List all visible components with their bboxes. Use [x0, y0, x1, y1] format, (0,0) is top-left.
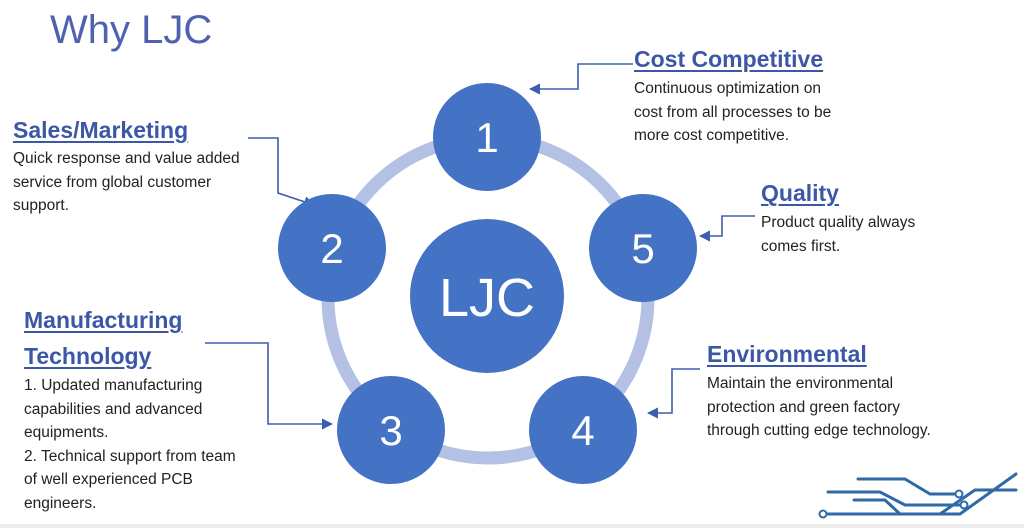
- desc-manufacturing-technology: 1. Updated manufacturing capabilities an…: [24, 374, 236, 515]
- connector-4: [646, 368, 700, 419]
- heading-environmental: Environmental: [707, 341, 867, 367]
- center-node: LJC: [410, 219, 564, 373]
- desc-line: Product quality always: [761, 214, 916, 231]
- desc-sales-marketing: Quick response and value added service f…: [13, 147, 240, 218]
- center-label: LJC: [439, 268, 535, 328]
- node-2: 2: [278, 194, 386, 302]
- desc-line: service from global customer: [13, 173, 212, 191]
- heading-technology: Technology: [24, 343, 152, 369]
- desc-line: protection and green factory: [707, 398, 901, 416]
- bottom-divider: [0, 524, 1024, 528]
- desc-line: engineers.: [24, 494, 97, 512]
- desc-line: cost from all processes to be: [634, 103, 832, 121]
- desc-line: more cost competitive.: [634, 127, 790, 144]
- node-1-number: 1: [475, 114, 498, 161]
- slide-title: Why LJC: [50, 8, 213, 52]
- node-2-number: 2: [320, 225, 343, 272]
- heading-cost-competitive: Cost Competitive: [634, 46, 824, 72]
- desc-line: 2. Technical support from team: [24, 447, 236, 465]
- node-5: 5: [589, 194, 697, 302]
- heading-sales-marketing: Sales/Marketing: [13, 117, 189, 143]
- heading-manufacturing: Manufacturing: [24, 307, 183, 333]
- node-3: 3: [337, 376, 445, 484]
- heading-quality: Quality: [761, 180, 839, 206]
- connector-1: [528, 63, 633, 95]
- desc-line: Continuous optimization on: [634, 80, 821, 97]
- node-5-number: 5: [631, 225, 654, 272]
- connector-5: [698, 215, 755, 242]
- connector-2: [248, 137, 316, 208]
- connector-3: [205, 342, 334, 430]
- node-4-number: 4: [571, 407, 594, 454]
- desc-line: Quick response and value added: [13, 150, 240, 167]
- desc-quality: Product quality always comes first.: [761, 211, 915, 258]
- connectors: [205, 63, 755, 430]
- node-3-number: 3: [379, 407, 402, 454]
- desc-environmental: Maintain the environmental protection an…: [707, 372, 931, 443]
- circuit-trace-graphic: [818, 472, 1018, 519]
- node-4: 4: [529, 376, 637, 484]
- desc-line: Maintain the environmental: [707, 375, 894, 392]
- desc-line: 1. Updated manufacturing: [24, 377, 203, 394]
- desc-line: comes first.: [761, 237, 841, 255]
- desc-line: of well experienced PCB: [24, 471, 193, 488]
- desc-cost-competitive: Continuous optimization on cost from all…: [634, 77, 831, 148]
- desc-line: capabilities and advanced: [24, 400, 203, 418]
- node-1: 1: [433, 83, 541, 191]
- desc-line: equipments.: [24, 424, 109, 441]
- desc-line: support.: [13, 197, 70, 214]
- desc-line: through cutting edge technology.: [707, 422, 931, 439]
